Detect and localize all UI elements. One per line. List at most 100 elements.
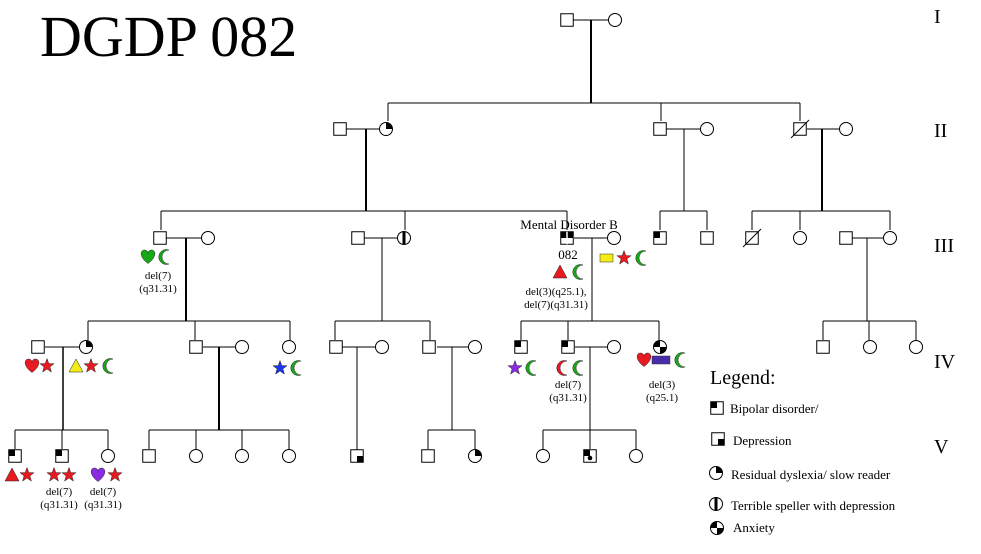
male-individual <box>742 228 762 248</box>
star-icon <box>83 358 99 373</box>
female-individual <box>201 231 215 245</box>
male-individual <box>422 340 436 354</box>
female-individual <box>608 13 622 27</box>
male-individual <box>560 231 574 245</box>
legend-item-bipolar: Bipolar disorder/ <box>730 401 819 416</box>
crescent-icon <box>572 360 584 376</box>
crescent-icon <box>556 360 568 376</box>
female-individual <box>235 449 249 463</box>
legend-item-depression: Depression <box>733 433 792 448</box>
generation-label-4: IV <box>934 351 956 373</box>
female-individual <box>379 122 393 136</box>
male-individual <box>514 340 528 354</box>
female-individual <box>700 122 714 136</box>
triangle-icon <box>68 358 84 373</box>
female-individual <box>793 231 807 245</box>
proband-label: Mental Disorder B <box>520 217 618 232</box>
male-individual <box>333 122 347 136</box>
pedigree-title: DGDP 082 <box>40 4 298 69</box>
crescent-icon <box>102 358 114 374</box>
female-individual <box>468 340 482 354</box>
generation-label-2: II <box>934 120 948 142</box>
legend-item-dyslexia: Residual dyslexia/ slow reader <box>731 467 891 482</box>
male-individual <box>583 449 597 463</box>
female-individual <box>101 449 115 463</box>
female-individual <box>629 449 643 463</box>
legend-symbols <box>709 401 725 535</box>
crescent-icon <box>290 360 302 376</box>
crescent-icon <box>635 250 647 266</box>
rectangle-icon <box>599 253 614 263</box>
triangle-icon <box>552 264 568 279</box>
male-individual <box>653 231 667 245</box>
star-icon <box>19 467 35 482</box>
legend-title: Legend: <box>710 367 776 389</box>
female-individual <box>235 340 249 354</box>
female-individual <box>397 231 411 245</box>
crescent-icon <box>525 360 537 376</box>
male-individual <box>142 449 156 463</box>
triangle-icon <box>4 467 20 482</box>
bipolar-icon <box>710 401 724 415</box>
male-individual <box>560 13 574 27</box>
crescent-icon <box>158 249 170 265</box>
female-individual <box>607 340 621 354</box>
legend-item-anxiety: Anxiety <box>733 520 775 535</box>
genotype-label: del(7)(q31.31) <box>549 379 587 404</box>
crescent-icon <box>572 264 584 280</box>
heart-icon <box>636 352 652 367</box>
genotype-label: del(3)(q25.1),del(7)(q31.31) <box>524 286 588 311</box>
male-individual <box>153 231 167 245</box>
genotype-label: del(7)(q31.31) <box>84 486 122 511</box>
female-individual <box>282 449 296 463</box>
female-individual <box>189 449 203 463</box>
female-individual <box>909 340 923 354</box>
genotype-label: del(3)(q25.1) <box>645 379 679 404</box>
female-individual <box>79 340 93 354</box>
star-icon <box>107 467 123 482</box>
male-individual <box>329 340 343 354</box>
anxiety-icon <box>710 521 724 535</box>
genotype-label: del(7)(q31.31) <box>139 270 177 295</box>
male-individual <box>189 340 203 354</box>
star-icon <box>39 358 55 373</box>
male-individual <box>839 231 853 245</box>
star-icon <box>61 467 77 482</box>
star-icon <box>616 250 632 265</box>
female-individual <box>863 340 877 354</box>
female-individual <box>536 449 550 463</box>
male-individual <box>653 122 667 136</box>
legend-item-speller: Terrible speller with depression <box>731 498 896 513</box>
heart-icon <box>24 358 40 373</box>
star-icon <box>46 467 62 482</box>
female-individual <box>653 340 667 354</box>
male-individual <box>31 340 45 354</box>
genotype-label: del(7)(q31.31) <box>40 486 78 511</box>
generation-label-3: III <box>934 235 954 257</box>
male-individual <box>351 231 365 245</box>
female-individual <box>839 122 853 136</box>
speller-icon <box>709 497 723 511</box>
crescent-icon <box>674 352 686 368</box>
generation-label-1: I <box>934 6 941 28</box>
heart-icon <box>140 249 156 264</box>
phenotype-markers <box>4 249 686 482</box>
female-individual <box>607 231 621 245</box>
proband-id: 082 <box>558 247 578 262</box>
male-individual <box>350 449 364 463</box>
female-individual <box>375 340 389 354</box>
generation-label-5: V <box>934 436 949 458</box>
male-individual <box>421 449 435 463</box>
female-individual <box>468 449 482 463</box>
depression-icon <box>711 432 725 446</box>
male-individual <box>8 449 22 463</box>
star-icon <box>272 360 288 375</box>
rectangle-icon <box>651 355 671 365</box>
female-individual <box>883 231 897 245</box>
dyslexia-icon <box>709 466 723 480</box>
male-individual <box>561 340 575 354</box>
female-individual <box>282 340 296 354</box>
star-icon <box>507 360 523 375</box>
male-individual <box>700 231 714 245</box>
